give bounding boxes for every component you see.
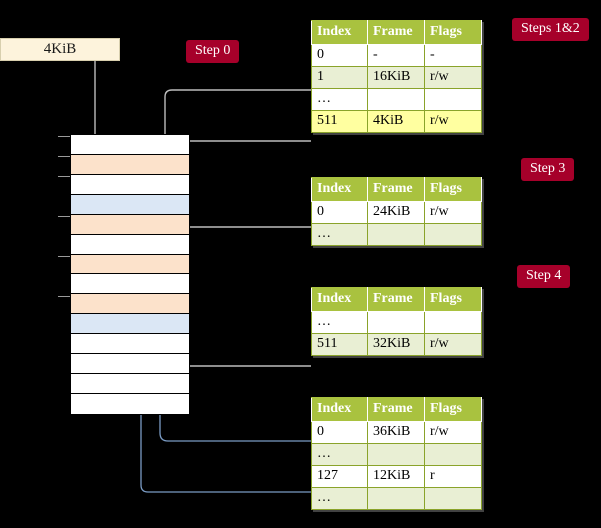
cell-frame: 12KiB	[367, 465, 425, 489]
cell-flags: r	[424, 465, 482, 489]
badge-step-4: Step 4	[517, 265, 571, 288]
cell-index: …	[311, 223, 368, 247]
cell-index: …	[311, 88, 368, 112]
cell-index: 127	[311, 465, 368, 489]
cell-frame	[367, 88, 425, 112]
memory-frame-row	[71, 393, 189, 414]
memory-frame-row	[71, 354, 189, 375]
cell-index: 0	[311, 200, 368, 225]
cell-flags	[424, 487, 482, 511]
col-header-flags: Flags	[424, 287, 482, 312]
memory-frame-row	[71, 135, 189, 155]
memory-frame-row	[71, 294, 189, 315]
table-row: …	[311, 487, 482, 511]
col-header-frame: Frame	[367, 177, 425, 202]
cell-flags: r/w	[424, 200, 482, 225]
cell-index: 1	[311, 66, 368, 90]
badge-step-3: Step 3	[521, 158, 575, 181]
memory-tick	[58, 296, 71, 297]
col-header-frame: Frame	[367, 287, 425, 312]
col-header-flags: Flags	[424, 20, 482, 45]
memory-frame-row	[71, 174, 189, 195]
memory-frame-row	[71, 274, 189, 295]
cell-frame: -	[367, 43, 425, 68]
cell-flags: r/w	[424, 110, 482, 134]
table-header-row: Index Frame Flags	[311, 177, 482, 202]
cell-frame: 4KiB	[367, 110, 425, 134]
memory-frame-row	[71, 314, 189, 335]
cell-index: 0	[311, 420, 368, 445]
col-header-index: Index	[311, 287, 368, 312]
cell-index: 0	[311, 43, 368, 68]
wire-t3-32kib-to-memory	[171, 312, 311, 367]
memory-frame-row	[71, 254, 189, 275]
cell-index: 511	[311, 333, 368, 357]
memory-frame-row	[71, 194, 189, 215]
col-header-index: Index	[311, 20, 368, 45]
col-header-flags: Flags	[424, 177, 482, 202]
cell-flags	[424, 310, 482, 335]
col-header-flags: Flags	[424, 397, 482, 422]
memory-frame-row	[71, 334, 189, 355]
memory-tick	[58, 156, 71, 157]
col-header-index: Index	[311, 397, 368, 422]
table-row: 0--	[311, 43, 482, 68]
table-header-row: Index Frame Flags	[311, 20, 482, 45]
cell-frame: 24KiB	[367, 200, 425, 225]
cell-flags	[424, 88, 482, 112]
col-header-frame: Frame	[367, 20, 425, 45]
table-header-row: Index Frame Flags	[311, 397, 482, 422]
memory-frame-row	[71, 234, 189, 255]
cell-index: …	[311, 310, 368, 335]
cell-flags: r/w	[424, 420, 482, 445]
cell-frame	[367, 443, 425, 467]
cell-index: …	[311, 443, 368, 467]
page-box-4kib: 4KiB	[0, 38, 120, 61]
memory-tick	[58, 216, 71, 217]
col-header-frame: Frame	[367, 397, 425, 422]
physical-memory-column	[70, 134, 190, 415]
memory-frame-row	[71, 214, 189, 235]
badge-steps-1-2: Steps 1&2	[512, 18, 589, 41]
cell-flags: -	[424, 43, 482, 68]
cell-flags: r/w	[424, 333, 482, 357]
cell-index: …	[311, 487, 368, 511]
memory-frame-row	[71, 374, 189, 394]
col-header-index: Index	[311, 177, 368, 202]
cell-frame: 36KiB	[367, 420, 425, 445]
table-row: …	[311, 310, 482, 335]
table-header-row: Index Frame Flags	[311, 287, 482, 312]
table-row: …	[311, 88, 482, 112]
cell-flags	[424, 443, 482, 467]
cell-frame	[367, 487, 425, 511]
memory-tick	[58, 176, 71, 177]
table-row: …	[311, 223, 482, 247]
cell-index: 511	[311, 110, 368, 134]
cell-flags	[424, 223, 482, 247]
wire-t2-24kib-to-memory	[178, 226, 311, 265]
cell-frame	[367, 223, 425, 247]
memory-frame-row	[71, 154, 189, 175]
badge-step-0: Step 0	[186, 40, 240, 63]
cell-frame: 32KiB	[367, 333, 425, 357]
memory-tick	[58, 256, 71, 257]
cell-flags: r/w	[424, 66, 482, 90]
table-row: …	[311, 443, 482, 467]
cell-frame: 16KiB	[367, 66, 425, 90]
memory-tick	[58, 136, 71, 137]
cell-frame	[367, 310, 425, 335]
